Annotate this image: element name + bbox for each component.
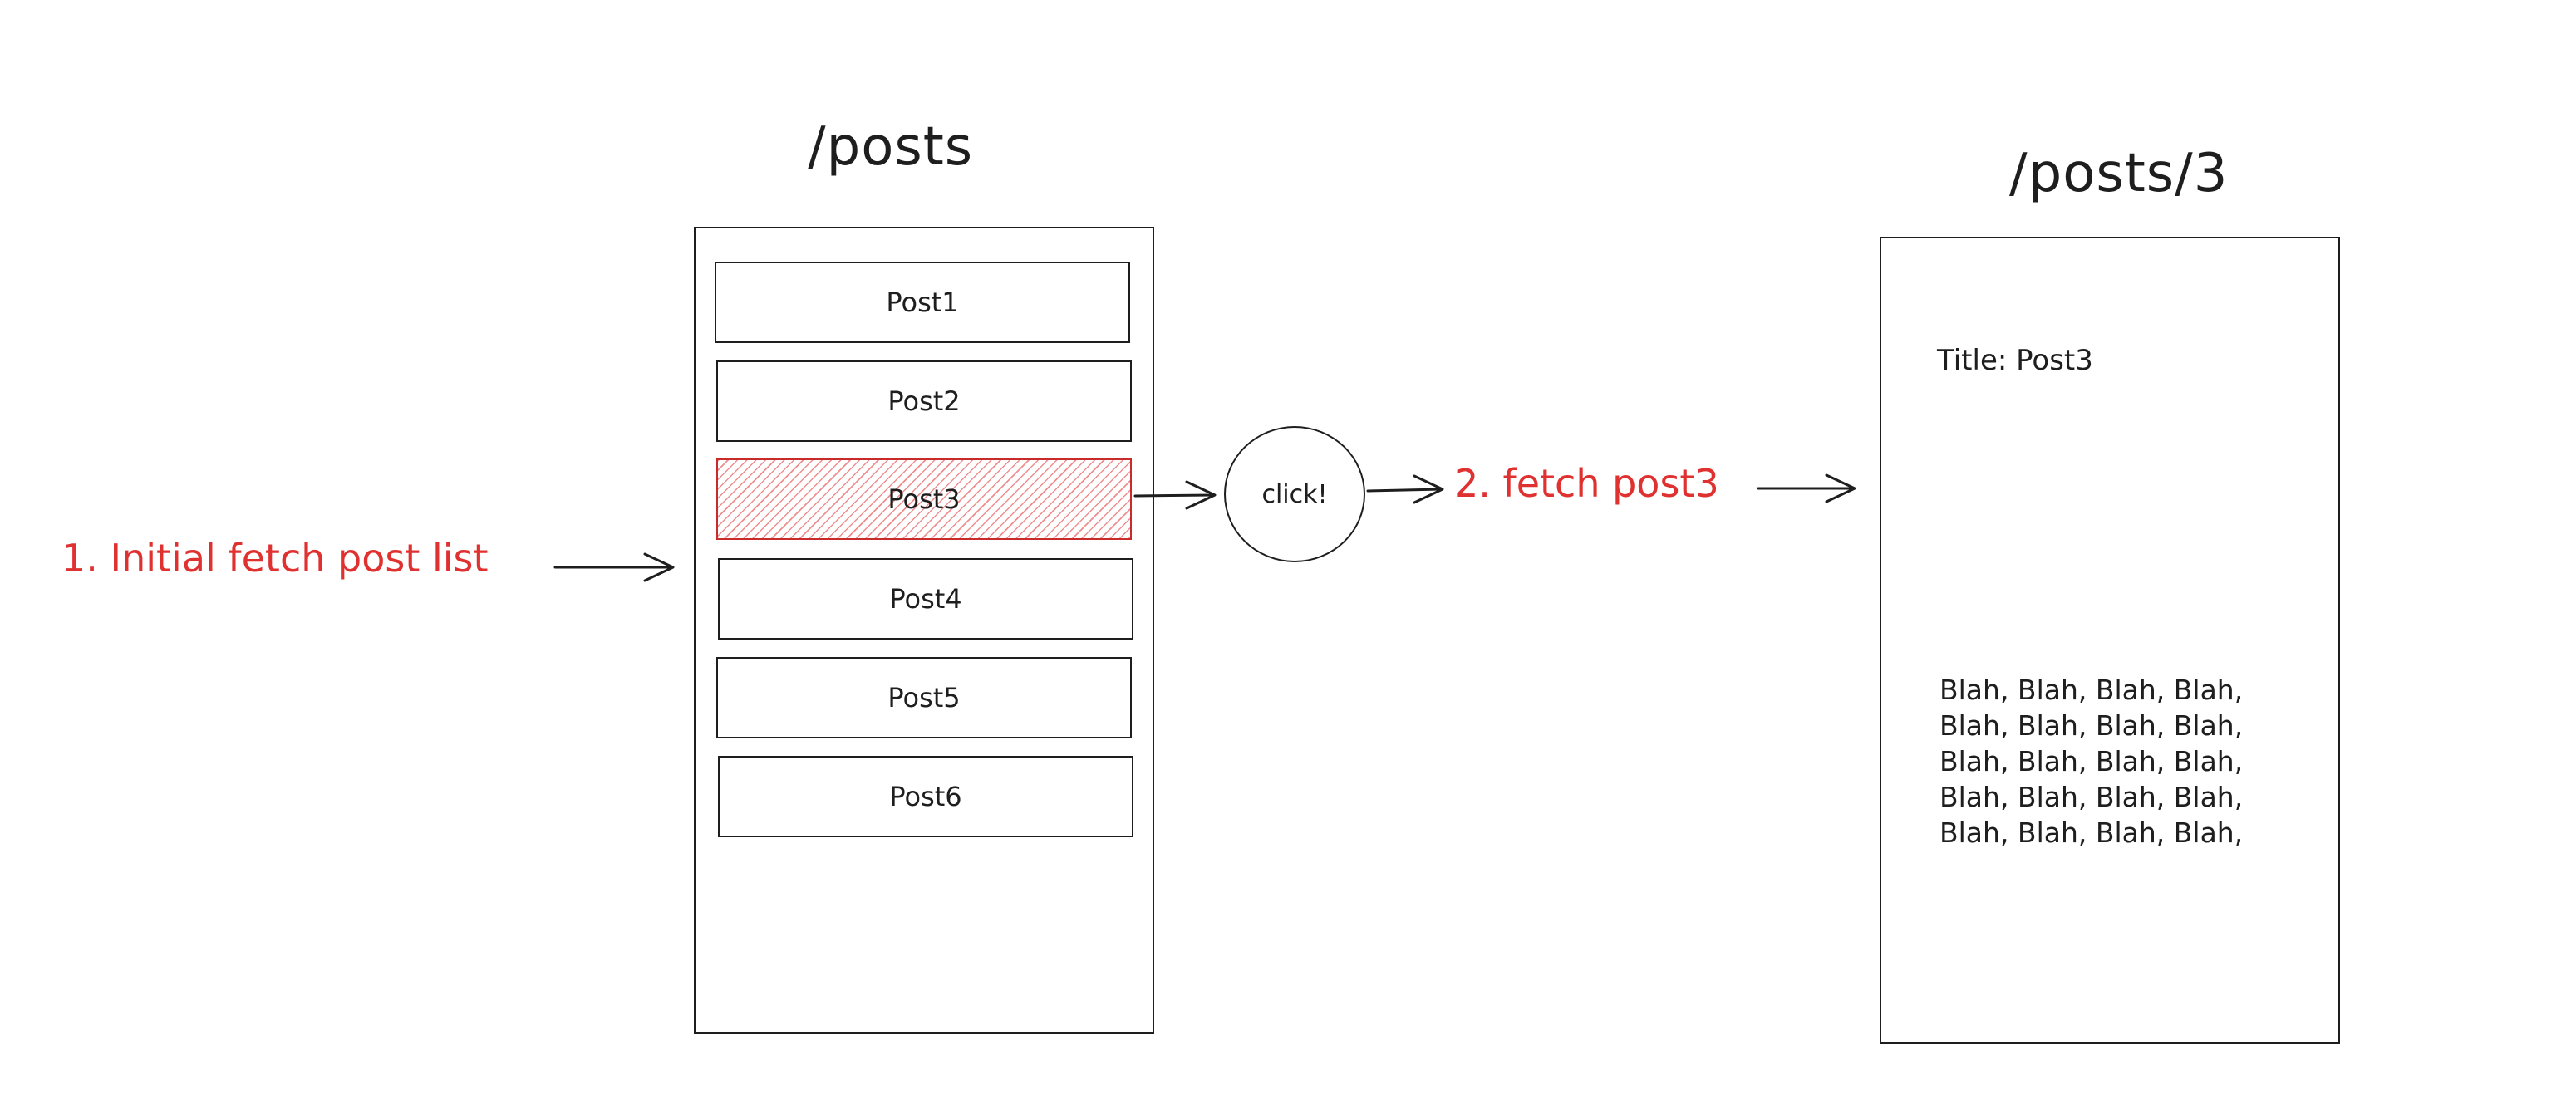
list-page-title: /posts: [808, 116, 974, 178]
fetch-post3-label: 2. fetch post3: [1454, 461, 1719, 506]
detail-page-title: /posts/3: [2009, 143, 2229, 204]
post-item-5[interactable]: Post5: [716, 657, 1132, 738]
post-item-2[interactable]: Post2: [716, 360, 1132, 442]
post-item-label: Post3: [887, 483, 961, 515]
arrow-fetch-to-detail: [1757, 473, 1856, 503]
post-item-4[interactable]: Post4: [718, 558, 1133, 640]
arrow-click-to-fetch: [1366, 474, 1444, 504]
arrow-initial-fetch: [553, 552, 675, 582]
post-item-1[interactable]: Post1: [715, 262, 1130, 343]
initial-fetch-label: 1. Initial fetch post list: [61, 536, 489, 581]
body-line: Blah, Blah, Blah, Blah,: [1939, 674, 2244, 706]
post-item-label: Post1: [886, 287, 959, 318]
post-item-label: Post6: [889, 781, 962, 812]
post-detail-body: Blah, Blah, Blah, Blah, Blah, Blah, Blah…: [1939, 672, 2305, 851]
post-item-label: Post4: [889, 583, 962, 615]
post-item-6[interactable]: Post6: [718, 756, 1133, 837]
post-item-3-selected[interactable]: Post3: [716, 458, 1132, 540]
post-detail-title: Title: Post3: [1937, 344, 2093, 377]
post-item-label: Post2: [887, 385, 961, 417]
body-line: Blah, Blah, Blah, Blah,: [1939, 781, 2244, 813]
post-list-panel: Post1 Post2 Post3 Post4 Post5 Post6: [694, 227, 1154, 1034]
post-detail-panel: Title: Post3 Blah, Blah, Blah, Blah, Bla…: [1880, 237, 2340, 1044]
body-line: Blah, Blah, Blah, Blah,: [1939, 745, 2244, 777]
body-line: Blah, Blah, Blah, Blah,: [1939, 816, 2244, 849]
click-label: click!: [1261, 479, 1328, 509]
body-line: Blah, Blah, Blah, Blah,: [1939, 709, 2244, 742]
click-node: click!: [1224, 426, 1365, 562]
post-item-label: Post5: [887, 682, 961, 713]
